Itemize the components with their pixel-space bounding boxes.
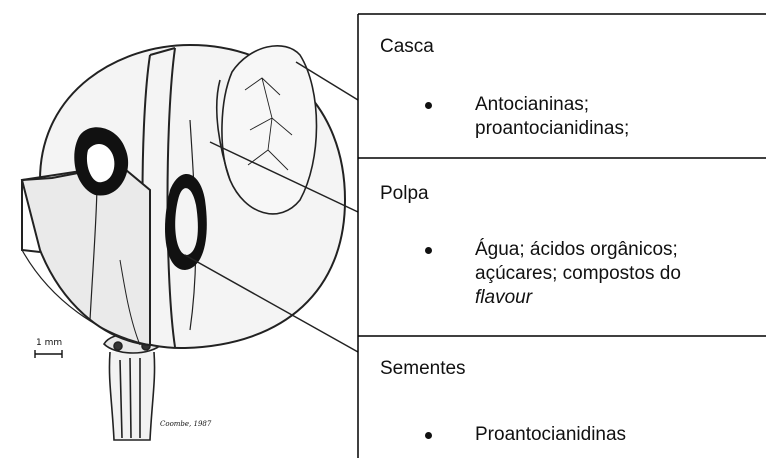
scale-bar xyxy=(35,350,62,358)
panel-title-casca: Casca xyxy=(380,36,434,58)
polpa-line-1: Água; ácidos orgânicos; xyxy=(475,238,766,262)
polpa-line-2: açúcares; compostos do xyxy=(475,262,766,286)
polpa-line-3: flavour xyxy=(475,286,766,310)
casca-line-1: Antocianinas; xyxy=(475,93,766,117)
bullet-icon xyxy=(425,432,432,439)
bullet-icon xyxy=(425,247,432,254)
panel-title-sementes: Sementes xyxy=(380,358,466,380)
grape-stem xyxy=(104,334,162,441)
scale-label: 1 mm xyxy=(36,338,62,348)
panel-title-polpa: Polpa xyxy=(380,183,429,205)
sementes-line-1: Proantocianidinas xyxy=(475,423,766,447)
table-borders xyxy=(358,14,766,458)
illustration-credit: Coombe, 1987 xyxy=(160,420,211,428)
casca-line-2: proantocianidinas; xyxy=(475,117,766,141)
bullet-icon xyxy=(425,102,432,109)
